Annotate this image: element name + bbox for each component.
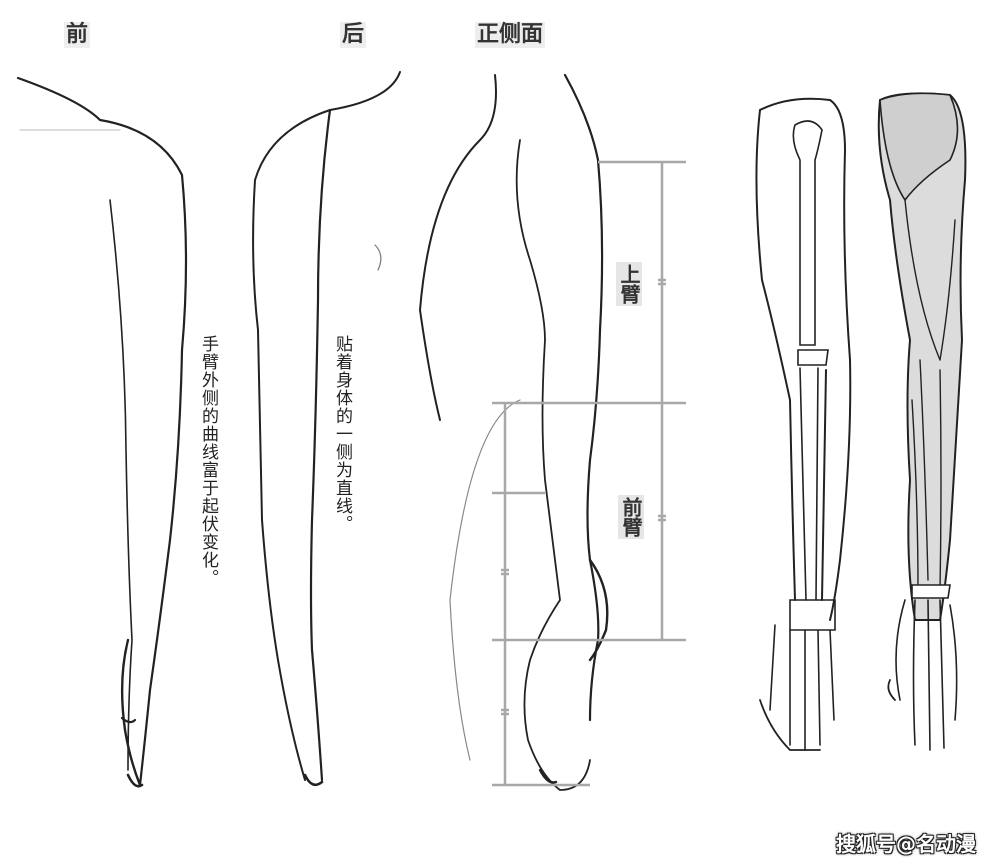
- side-arm-drawing: [418, 73, 609, 791]
- annotation-inner-straight: 贴着身体的一侧为直线。: [332, 335, 352, 533]
- view-title-side: 正侧面: [475, 22, 546, 48]
- view-title-front: 前: [64, 22, 91, 48]
- annotation-outer-curve: 手臂外侧的曲线富于起伏变化。: [198, 335, 218, 587]
- segment-label-upper-arm: 上臂: [616, 262, 642, 306]
- segment-label-forearm: 前臂: [618, 495, 644, 539]
- watermark: 搜狐号@名动漫: [836, 832, 976, 856]
- back-arm-drawing: [252, 71, 401, 787]
- muscle-arm-drawing: [877, 92, 967, 751]
- skeleton-arm-drawing: [755, 97, 852, 751]
- measurement-guides: [492, 160, 686, 787]
- front-arm-drawing: [16, 76, 188, 788]
- view-title-back: 后: [340, 22, 367, 48]
